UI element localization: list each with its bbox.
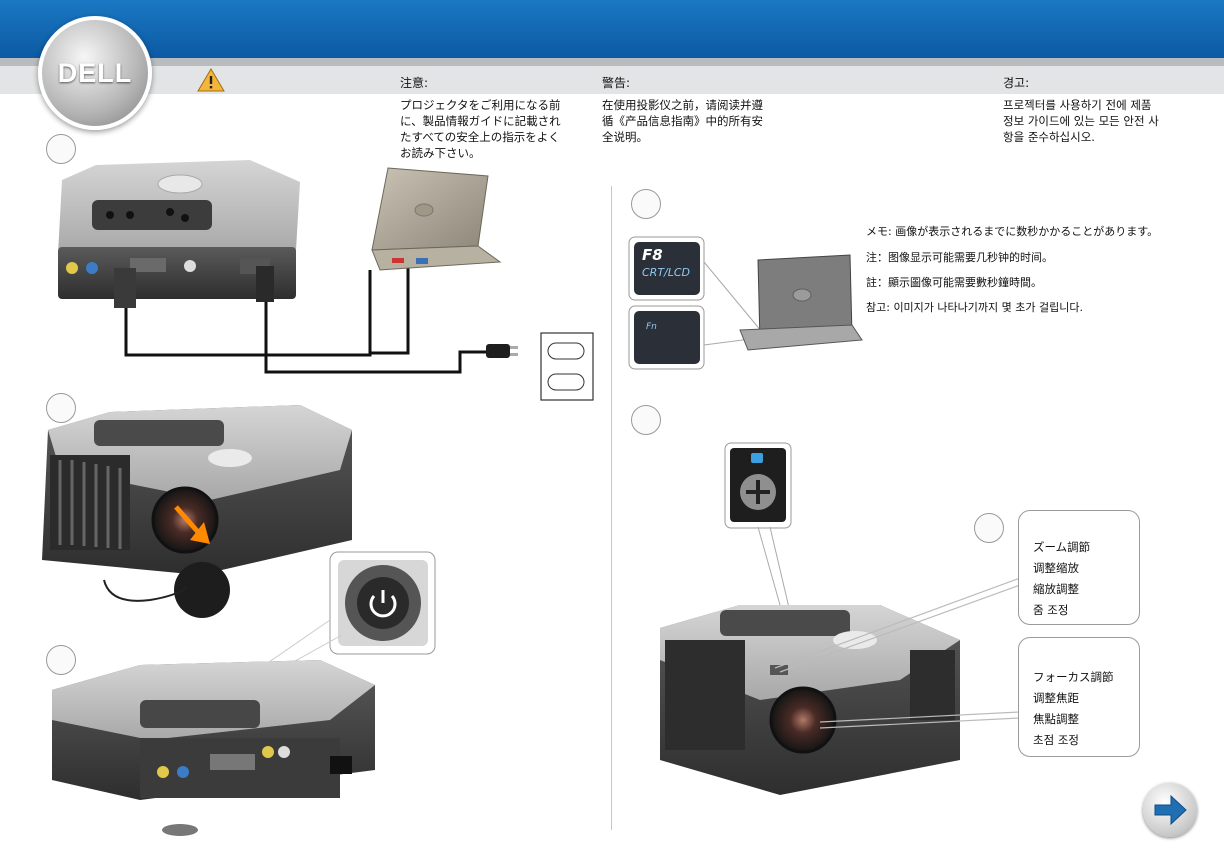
message-zh-tw: 註：顯示圖像可能需要數秒鐘時間。 xyxy=(866,274,1042,290)
next-page-button[interactable] xyxy=(1143,783,1197,837)
message-ko: 참고: 이미지가 나타나기까지 몇 초가 걸립니다. xyxy=(866,299,1083,315)
message-ja: メモ: 画像が表示されるまでに数秒かかることがあります。 xyxy=(866,223,1158,239)
projector-front-view xyxy=(42,405,352,618)
laptop-step1 xyxy=(372,168,500,270)
zoom-label-zh-tw: 縮放調整 xyxy=(1033,581,1079,597)
focus-label-zh-cn: 调整焦距 xyxy=(1033,690,1079,706)
zoom-label-zh-cn: 调整缩放 xyxy=(1033,560,1079,576)
focus-label-zh-tw: 焦點調整 xyxy=(1033,711,1079,727)
focus-label-ko: 초점 조정 xyxy=(1033,732,1079,748)
wall-outlet xyxy=(541,333,593,400)
fn-key-graphic xyxy=(629,306,704,369)
zoom-label-ko: 줌 조정 xyxy=(1033,602,1068,618)
keypad-callout xyxy=(725,443,791,612)
message-zh-cn: 注：图像显示可能需要几秒钟的时间。 xyxy=(866,249,1053,265)
zoom-label-ja: ズーム調節 xyxy=(1033,539,1090,555)
fn-key-label: Fn xyxy=(646,322,657,332)
projector-zoom-focus xyxy=(660,605,960,795)
zoom-callout: ズーム調節 调整缩放 縮放調整 줌 조정 xyxy=(1018,510,1140,625)
f8-key-label: F8 xyxy=(642,246,663,264)
projector-side-view xyxy=(52,660,375,836)
laptop-step4 xyxy=(740,255,862,350)
focus-label-ja: フォーカス調節 xyxy=(1033,669,1114,685)
power-plug xyxy=(486,344,518,358)
focus-callout: フォーカス調節 调整焦距 焦點調整 초점 조정 xyxy=(1018,637,1140,757)
crt-lcd-label: CRT/LCD xyxy=(642,266,690,279)
next-arrow-icon xyxy=(1143,783,1197,837)
